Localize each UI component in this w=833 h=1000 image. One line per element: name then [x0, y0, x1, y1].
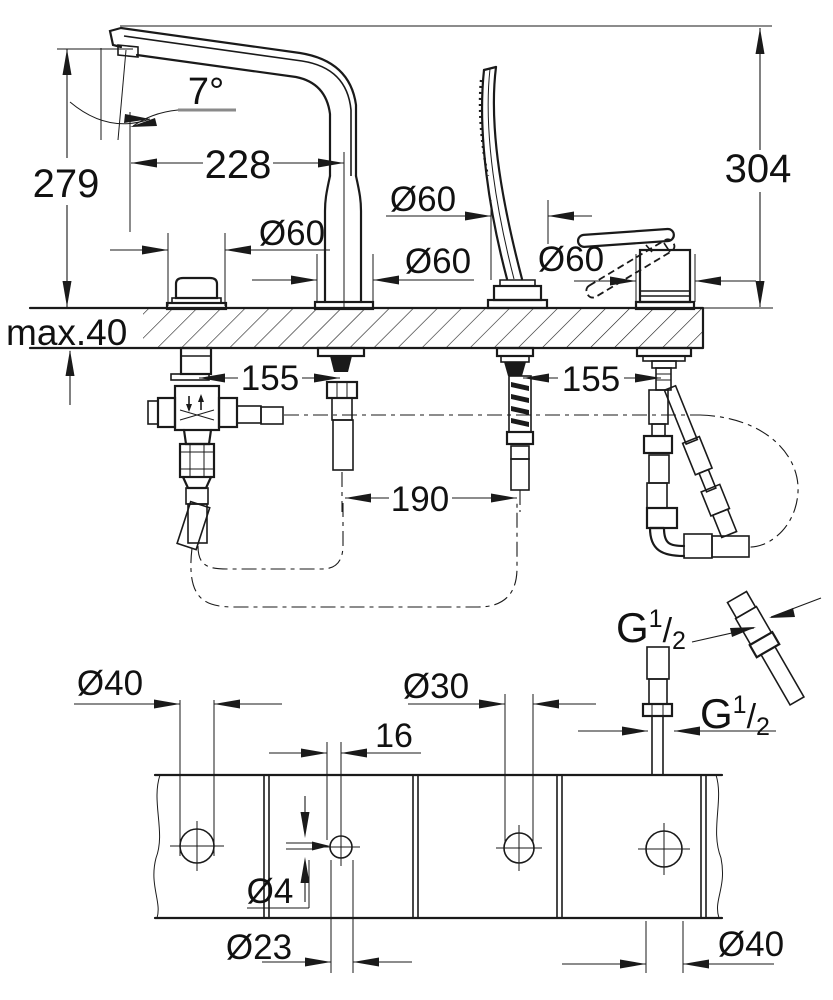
- dim-dia-mixer: Ø60: [538, 240, 756, 302]
- dim-dia-shower-holder: Ø60: [386, 180, 592, 280]
- hose-through-deck: [641, 646, 674, 775]
- dim-spout-angle: 7°: [69, 48, 236, 141]
- valve-body-below-deck: [147, 346, 284, 551]
- dim-height-304: 304: [703, 28, 792, 309]
- lever-handle-mixer: [576, 227, 696, 311]
- dim-155-left: 155: [199, 359, 340, 398]
- lever-raised-dashed: [585, 238, 676, 299]
- supply-hose-2: [176, 500, 211, 551]
- thread-lower-g: G: [700, 690, 733, 737]
- dim-155-right: 155: [523, 360, 661, 399]
- dim-label-228: 228: [205, 143, 272, 187]
- dim-deck-thickness: max.40: [6, 312, 127, 405]
- thread-g12-upper: G1/2: [616, 597, 822, 655]
- dia-label-valve: Ø60: [259, 214, 325, 253]
- lever-solid: [576, 227, 675, 248]
- dia-label-spout: Ø60: [405, 242, 471, 281]
- spout-shank-left: [323, 174, 332, 304]
- dim-pin-offset: 16: [269, 717, 421, 840]
- spout-fixing-below-deck: [316, 346, 366, 512]
- shower-holder-below-deck: [495, 346, 535, 512]
- volume-control-knob: [165, 276, 228, 311]
- dia-label-hole-shower: Ø30: [403, 667, 469, 706]
- svg-text:G1/2: G1/2: [700, 690, 770, 741]
- dim-hole-mixer: Ø40: [562, 921, 784, 973]
- thread-upper-num: 1: [649, 605, 663, 633]
- mixer-hoses-below-deck: [635, 346, 750, 559]
- dim-pin-hole: Ø4: [247, 796, 330, 911]
- dim-label-279: 279: [33, 162, 100, 206]
- dim-dia-valve: Ø60: [110, 214, 330, 306]
- dia-label-holder: Ø60: [390, 180, 456, 219]
- shower-hose-end-piece: [726, 590, 806, 707]
- dia-label-mixer: Ø60: [538, 240, 604, 279]
- dim-hole-spout: Ø23: [226, 860, 412, 973]
- hose-routing-centerlines: [190, 414, 799, 608]
- dim-label-angle: 7°: [188, 71, 224, 113]
- svg-text:G1/2: G1/2: [616, 604, 686, 655]
- dim-reach-228: 228: [129, 112, 344, 232]
- mixer-diagonal-hose: [663, 384, 738, 539]
- thread-upper-slash: /: [663, 612, 673, 650]
- deck-hatching: [143, 309, 703, 347]
- dim-label-155-left: 155: [241, 359, 299, 398]
- dim-label-16: 16: [375, 717, 413, 755]
- thread-lower-num: 1: [733, 691, 747, 719]
- dim-hole-shower: Ø30: [403, 667, 596, 842]
- mixer-body: [638, 248, 692, 304]
- dim-label-155-right: 155: [562, 360, 620, 399]
- deck-holes: [170, 742, 690, 875]
- thread-upper-den: 2: [672, 627, 686, 655]
- spout-shank-right: [354, 174, 363, 304]
- dim-190: 190: [345, 480, 517, 519]
- dia-label-hole-valve: Ø40: [77, 664, 143, 703]
- break-line-right: [715, 774, 723, 919]
- dim-label-304: 304: [725, 147, 792, 191]
- mixer-hose-end: [711, 535, 750, 558]
- thread-g12-lower: G1/2: [578, 690, 776, 741]
- shower-hose-stub: [510, 458, 530, 491]
- aerator: [117, 44, 139, 58]
- dia-label-hole-mixer: Ø40: [718, 925, 784, 964]
- hand-shower: [478, 65, 549, 310]
- thread-upper-g: G: [616, 604, 649, 651]
- dim-dia-spout: Ø60: [252, 242, 474, 302]
- dim-label-max40: max.40: [6, 312, 127, 353]
- break-line-left: [153, 774, 161, 919]
- thread-lower-den: 2: [756, 713, 770, 741]
- dim-label-190: 190: [391, 480, 449, 519]
- dia-label-pin: Ø4: [247, 872, 294, 911]
- dia-label-hole-spout: Ø23: [226, 928, 292, 967]
- dim-hole-valve: Ø40: [74, 664, 282, 856]
- deck-plan-view: [153, 773, 724, 920]
- spout: [108, 26, 375, 311]
- mounting-deck-section: [28, 306, 705, 350]
- thread-lower-slash: /: [747, 698, 757, 736]
- deck-section-joints: [263, 775, 707, 918]
- dim-height-279: 279: [33, 48, 133, 307]
- spout-hose: [332, 419, 354, 471]
